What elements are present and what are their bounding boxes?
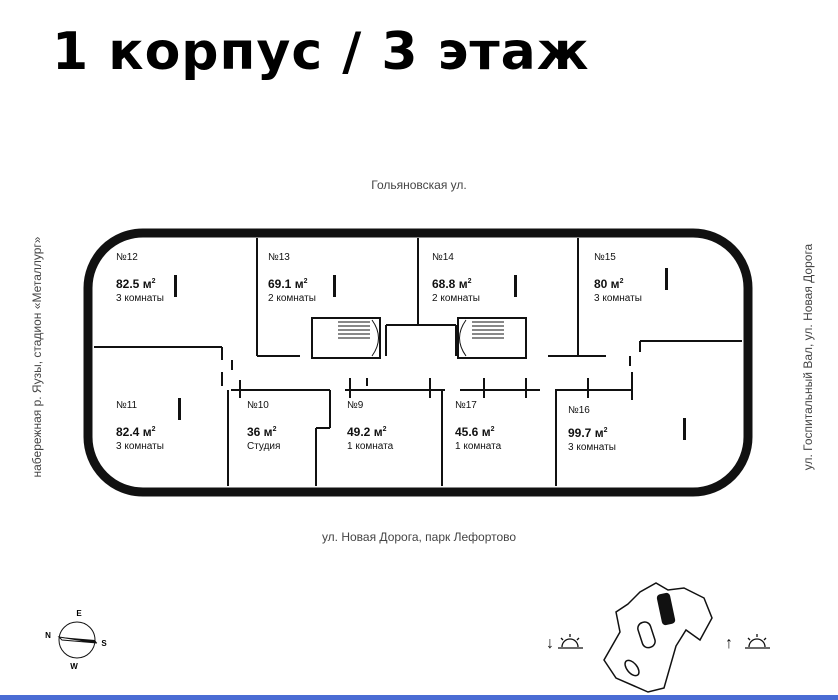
apartment-rooms: 2 комнаты [432, 292, 480, 304]
apartment-rooms: Студия [247, 440, 281, 452]
site-map-icon [603, 582, 713, 693]
apartment-11[interactable]: №11 82.4 м2 3 комнаты [116, 400, 164, 453]
apartment-number: №11 [116, 400, 138, 411]
apartment-area: 99.7 м2 [568, 425, 608, 440]
apartment-number: №13 [268, 252, 290, 263]
apartment-area: 49.2 м2 [347, 424, 387, 439]
apartment-number: №10 [247, 400, 269, 411]
compass-w: W [70, 662, 78, 671]
apartment-area: 45.6 м2 [455, 424, 495, 439]
sunrise-icon [745, 634, 770, 649]
apartment-number: №15 [594, 252, 616, 263]
window-marks [174, 268, 686, 440]
apartment-number: №12 [116, 252, 138, 263]
apartment-rooms: 3 комнаты [594, 292, 642, 304]
compass-icon: E N S W [45, 609, 107, 671]
apartment-rooms: 1 комната [347, 440, 394, 452]
apartment-10[interactable]: №10 36 м2 Студия [247, 400, 280, 453]
apartment-area: 36 м2 [247, 424, 277, 439]
apartment-area: 82.4 м2 [116, 424, 156, 439]
outer-wall [83, 228, 753, 497]
apartment-rooms: 1 комната [455, 440, 502, 452]
compass-s: S [101, 639, 107, 648]
sunset-arrow: ↓ [546, 635, 554, 652]
apartment-number: №17 [455, 400, 477, 411]
interior-walls [94, 238, 742, 486]
sunrise-arrow: ↑ [725, 635, 733, 652]
apartment-14[interactable]: №14 68.8 м2 2 комнаты [432, 252, 480, 305]
apartment-12[interactable]: №12 82.5 м2 3 комнаты [116, 252, 164, 305]
apartment-area: 82.5 м2 [116, 276, 156, 291]
street-label-bottom: ул. Новая Дорога, парк Лефортово [321, 530, 517, 544]
apartment-rooms: 3 комнаты [116, 292, 164, 304]
page-title: 1 корпус / 3 этаж [52, 22, 590, 82]
apartment-9[interactable]: №9 49.2 м2 1 комната [347, 400, 393, 453]
sunset-icon [558, 634, 583, 649]
apartment-rooms: 3 комнаты [116, 440, 164, 452]
apartment-rooms: 3 комнаты [568, 441, 616, 453]
apartment-13[interactable]: №13 69.1 м2 2 комнаты [268, 252, 316, 305]
apartment-17[interactable]: №17 45.6 м2 1 комната [455, 400, 501, 453]
apartment-area: 69.1 м2 [268, 276, 308, 291]
apartment-rooms: 2 комнаты [268, 292, 316, 304]
stair-treads [338, 319, 504, 357]
street-label-top: Гольяновская ул. [371, 178, 467, 192]
compass-n: N [45, 631, 51, 640]
apartment-number: №16 [568, 405, 590, 416]
apartment-area: 80 м2 [594, 276, 624, 291]
apartment-number: №14 [432, 252, 454, 263]
apartment-area: 68.8 м2 [432, 276, 472, 291]
compass-e: E [76, 609, 82, 618]
apartment-15[interactable]: №15 80 м2 3 комнаты [594, 252, 642, 305]
apartment-number: №9 [347, 400, 364, 411]
apartment-16[interactable]: №16 99.7 м2 3 комнаты [568, 405, 616, 454]
bottom-accent-bar [0, 695, 838, 700]
